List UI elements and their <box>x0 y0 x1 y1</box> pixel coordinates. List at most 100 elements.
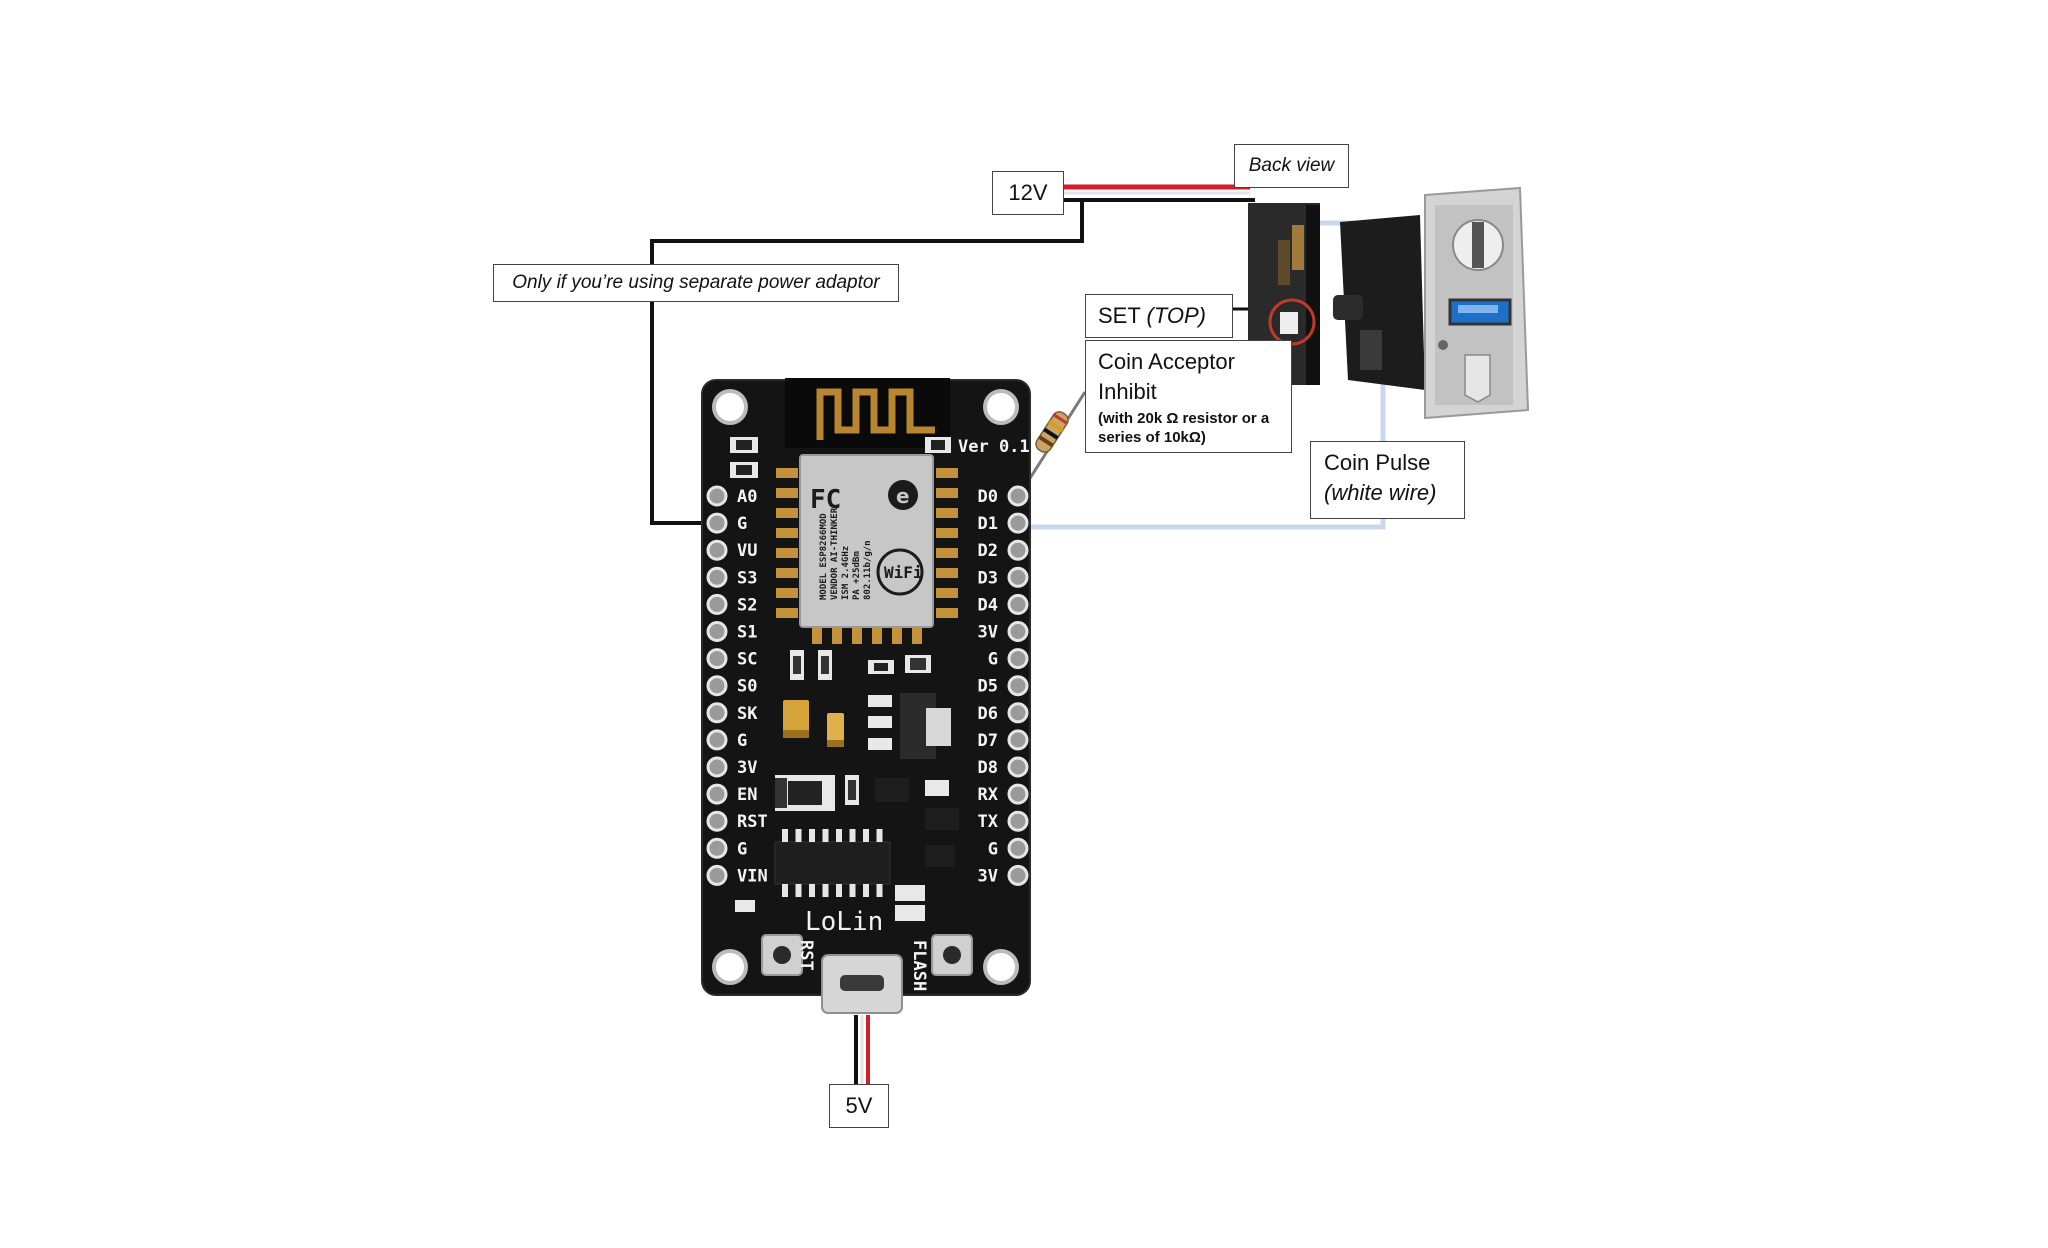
chip-leg-top-7 <box>876 829 883 842</box>
label-coin-pulse-wire: (white wire) <box>1324 480 1437 505</box>
label-inhibit-note: (with 20k Ω resistor or a series of 10kΩ… <box>1098 410 1270 446</box>
wifi-logo <box>876 548 924 596</box>
label-5v: 5V <box>829 1084 889 1128</box>
coin-acceptor-back-edge <box>1306 205 1320 385</box>
right-pin-label-1: D1 <box>978 514 998 534</box>
left-pin-12[interactable] <box>706 810 728 832</box>
coin-return-lever <box>1464 354 1491 403</box>
left-pin-4[interactable] <box>706 593 728 615</box>
left-pin-13[interactable] <box>706 837 728 859</box>
right-pin-9[interactable] <box>1007 729 1029 751</box>
right-pin-14[interactable] <box>1007 864 1029 886</box>
left-pin-label-12: RST <box>737 812 768 832</box>
module-pad-bottom-0 <box>812 628 822 644</box>
flash-button[interactable] <box>931 934 973 976</box>
antenna-trace <box>816 388 935 440</box>
module-e-logo <box>888 480 918 510</box>
left-pin-label-11: EN <box>737 785 757 805</box>
right-pin-5[interactable] <box>1007 621 1029 642</box>
chip-leg-bottom-6 <box>863 884 869 897</box>
module-pad-left-5 <box>776 568 798 578</box>
left-pin-7[interactable] <box>706 675 728 697</box>
chip-leg-bottom-2 <box>809 884 815 897</box>
module-pad-right-0 <box>936 468 958 478</box>
left-pin-label-9: G <box>737 731 747 751</box>
left-pin-1[interactable] <box>706 512 728 534</box>
left-pin-3[interactable] <box>706 566 728 588</box>
module-line-4: 802.11b/g/n <box>863 540 873 600</box>
right-pin-6[interactable] <box>1007 648 1029 670</box>
left-pin-label-2: VU <box>737 541 757 561</box>
smd-components <box>730 437 959 921</box>
module-pad-right-2 <box>936 508 958 518</box>
nodemcu-board: FC e WiFi MODEL ESP8266MOD VENDOR AI-THI… <box>701 378 1031 1014</box>
left-pin-label-4: S2 <box>737 595 757 615</box>
right-pin-7[interactable] <box>1007 675 1029 697</box>
right-pin-11[interactable] <box>1007 783 1029 805</box>
right-pin-10[interactable] <box>1007 756 1029 778</box>
chip-leg-bottom-4 <box>836 884 842 897</box>
chip-leg-top-0 <box>782 829 788 842</box>
right-pin-label-6: G <box>988 650 998 670</box>
module-pad-right-3 <box>936 528 958 538</box>
module-pad-right-7 <box>936 608 958 618</box>
left-pin-label-8: SK <box>737 704 758 724</box>
module-pad-right-5 <box>936 568 958 578</box>
right-pin-3[interactable] <box>1007 566 1029 588</box>
right-pin-label-3: D3 <box>978 568 998 588</box>
module-pad-left-0 <box>776 468 798 478</box>
left-pin-label-14: VIN <box>737 866 768 886</box>
micro-usb-slot <box>840 975 884 991</box>
left-pin-label-6: SC <box>737 650 757 670</box>
right-pin-label-12: TX <box>978 812 999 832</box>
chip-leg-top-4 <box>836 829 842 842</box>
right-pin-0[interactable] <box>1007 485 1029 507</box>
module-pad-bottom-3 <box>872 628 882 644</box>
flash-button-label: FLASH <box>909 940 929 991</box>
left-pin-10[interactable] <box>706 756 728 778</box>
wifi-text: WiFi <box>884 563 923 582</box>
left-pin-9[interactable] <box>706 729 728 751</box>
chip-leg-bottom-0 <box>782 884 788 897</box>
right-pin-2[interactable] <box>1007 539 1029 561</box>
mount-hole-bl <box>712 949 748 985</box>
right-pin-4[interactable] <box>1007 593 1029 615</box>
chip-leg-bottom-1 <box>795 884 802 897</box>
coin-acceptor-back-connector <box>1292 225 1304 270</box>
module-pad-left-3 <box>776 528 798 538</box>
rst-button[interactable] <box>761 934 803 976</box>
module-pad-left-6 <box>776 588 798 598</box>
right-pin-1[interactable] <box>1007 512 1029 534</box>
chip-legs <box>782 829 883 897</box>
right-pin-13[interactable] <box>1007 837 1029 859</box>
left-pin-11[interactable] <box>706 783 728 805</box>
right-pin-label-8: D6 <box>978 704 998 724</box>
left-pin-0[interactable] <box>706 485 728 507</box>
left-pin-5[interactable] <box>706 621 728 642</box>
rst-button-label: RST <box>796 940 816 971</box>
board-brand: LoLin <box>805 907 883 937</box>
left-pin-2[interactable] <box>706 539 728 561</box>
chip-leg-top-6 <box>863 829 869 842</box>
label-set-text: SET <box>1098 303 1141 328</box>
left-pin-14[interactable] <box>706 864 728 886</box>
board-version: Ver 0.1 <box>958 437 1030 457</box>
coin-display-shine <box>1458 305 1498 313</box>
resistor <box>1035 411 1069 453</box>
coin-slot <box>1472 222 1484 268</box>
module-line-2: ISM 2.4GHz <box>841 546 851 600</box>
label-separate-power: Only if you’re using separate power adap… <box>493 264 899 302</box>
right-pin-8[interactable] <box>1007 702 1029 724</box>
left-pin-6[interactable] <box>706 648 728 670</box>
right-pin-label-7: D5 <box>978 677 998 697</box>
module-pad-bottom-2 <box>852 628 862 644</box>
right-pin-12[interactable] <box>1007 810 1029 832</box>
left-pin-8[interactable] <box>706 702 728 724</box>
chip-leg-top-3 <box>822 829 829 842</box>
chip-leg-top-1 <box>795 829 802 842</box>
mount-hole-br <box>983 949 1019 985</box>
module-pad-bottom-5 <box>912 628 922 644</box>
